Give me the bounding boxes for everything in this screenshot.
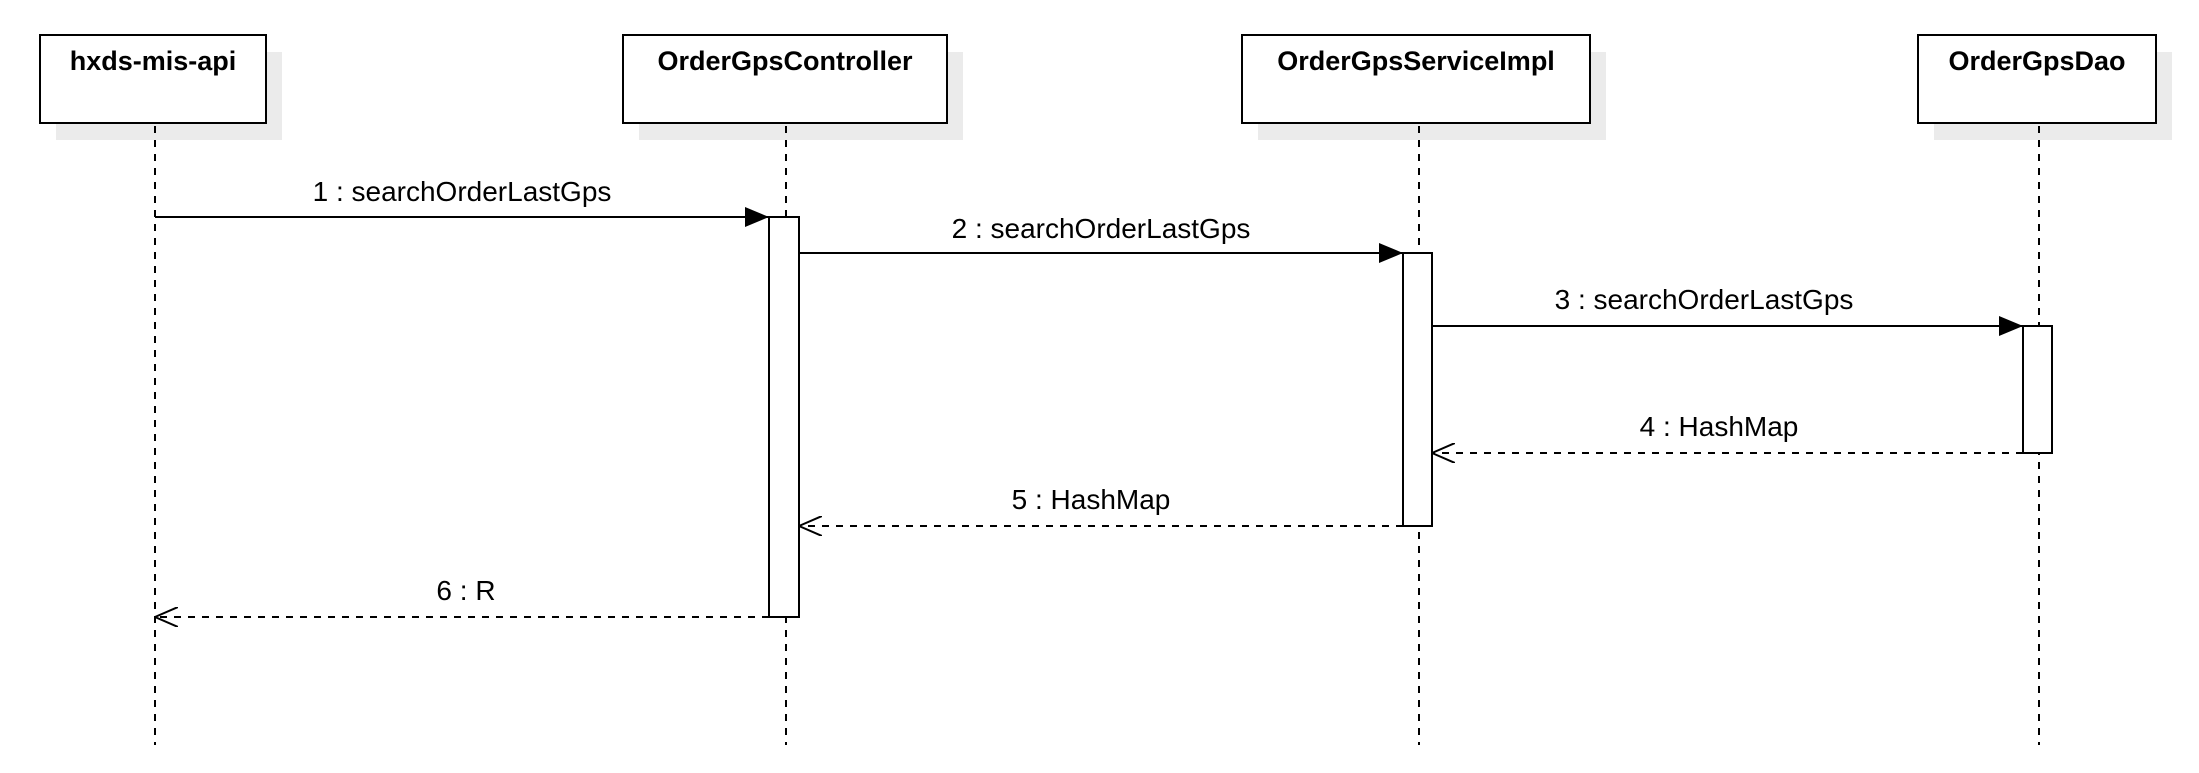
message-label: 1 : searchOrderLastGps <box>313 176 612 207</box>
participant-label: OrderGpsDao <box>1948 46 2125 76</box>
message-6: 6 : R <box>155 575 769 617</box>
message-label: 5 : HashMap <box>1012 484 1171 515</box>
message-label: 4 : HashMap <box>1640 411 1799 442</box>
participant-label: OrderGpsController <box>657 46 913 76</box>
participant-box <box>1917 34 2157 124</box>
message-label: 3 : searchOrderLastGps <box>1555 284 1854 315</box>
activation-bar-order-gps-dao <box>2022 325 2053 454</box>
message-label: 2 : searchOrderLastGps <box>952 213 1251 244</box>
participant-box <box>1241 34 1591 124</box>
participant-label: hxds-mis-api <box>70 46 237 76</box>
activation-bar-order-gps-service-impl <box>1402 252 1433 527</box>
message-3: 3 : searchOrderLastGps <box>1432 284 2023 336</box>
message-1: 1 : searchOrderLastGps <box>155 176 769 227</box>
participant-label: OrderGpsServiceImpl <box>1277 46 1555 76</box>
message-4: 4 : HashMap <box>1432 411 2023 453</box>
participant-order-gps-service-impl: OrderGpsServiceImpl <box>1241 34 1606 745</box>
message-label: 6 : R <box>436 575 495 606</box>
message-5: 5 : HashMap <box>799 484 1403 526</box>
participant-hxds-mis-api: hxds-mis-api <box>39 34 282 745</box>
participant-order-gps-dao: OrderGpsDao <box>1917 34 2172 745</box>
participant-box <box>622 34 948 124</box>
participant-box <box>39 34 267 124</box>
message-2: 2 : searchOrderLastGps <box>799 213 1403 263</box>
activation-bar-order-gps-controller <box>768 216 800 618</box>
